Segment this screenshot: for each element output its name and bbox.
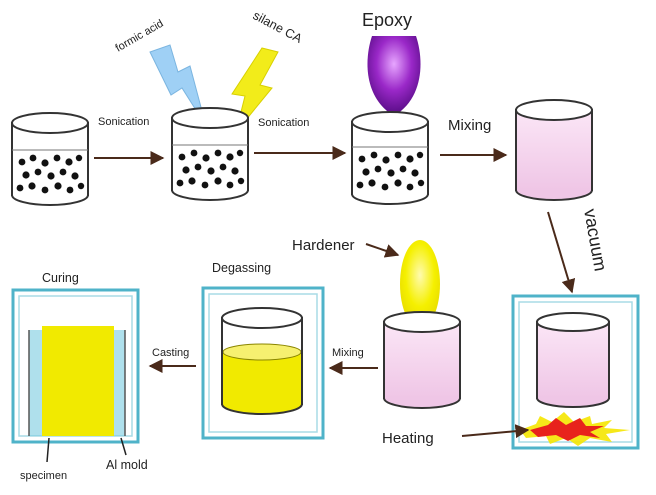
particles — [16, 154, 85, 194]
label-silane-ca: silane CA — [251, 8, 305, 46]
particles — [356, 151, 425, 191]
specimen — [42, 326, 114, 436]
arrow-heating — [461, 424, 530, 439]
heat-flame — [520, 412, 630, 446]
label-al-mold: Al mold — [106, 458, 148, 472]
beaker-epoxy-mixture — [515, 99, 593, 201]
label-sonication-1: Sonication — [98, 116, 149, 128]
pointer-al-mold — [120, 437, 127, 456]
beaker-with-hardener — [383, 311, 461, 409]
arrow-hardener — [365, 243, 400, 258]
label-curing: Curing — [42, 271, 79, 285]
label-epoxy: Epoxy — [362, 10, 412, 30]
arrow-vacuum — [547, 211, 576, 294]
beaker-in-vacuum — [536, 312, 610, 408]
beaker-nanoparticles — [11, 112, 89, 206]
hardener-drop — [400, 240, 440, 328]
formic-acid-bolt — [149, 44, 207, 127]
beaker-yellow — [221, 307, 303, 415]
epoxy-drop — [367, 36, 421, 116]
beaker-treated — [171, 107, 249, 201]
label-mixing-bottom: Mixing — [332, 347, 364, 359]
label-mixing-top: Mixing — [448, 117, 491, 134]
beaker-with-epoxy — [351, 111, 429, 205]
label-hardener: Hardener — [292, 237, 355, 254]
label-casting: Casting — [152, 347, 189, 359]
silane-ca-bolt — [231, 47, 279, 133]
label-degassing: Degassing — [212, 261, 271, 275]
label-specimen: specimen — [20, 470, 67, 482]
label-heating: Heating — [382, 430, 434, 447]
label-sonication-2: Sonication — [258, 117, 309, 129]
pointer-specimen — [46, 437, 50, 463]
label-vacuum: vacuum — [580, 207, 611, 273]
particles — [176, 149, 245, 189]
